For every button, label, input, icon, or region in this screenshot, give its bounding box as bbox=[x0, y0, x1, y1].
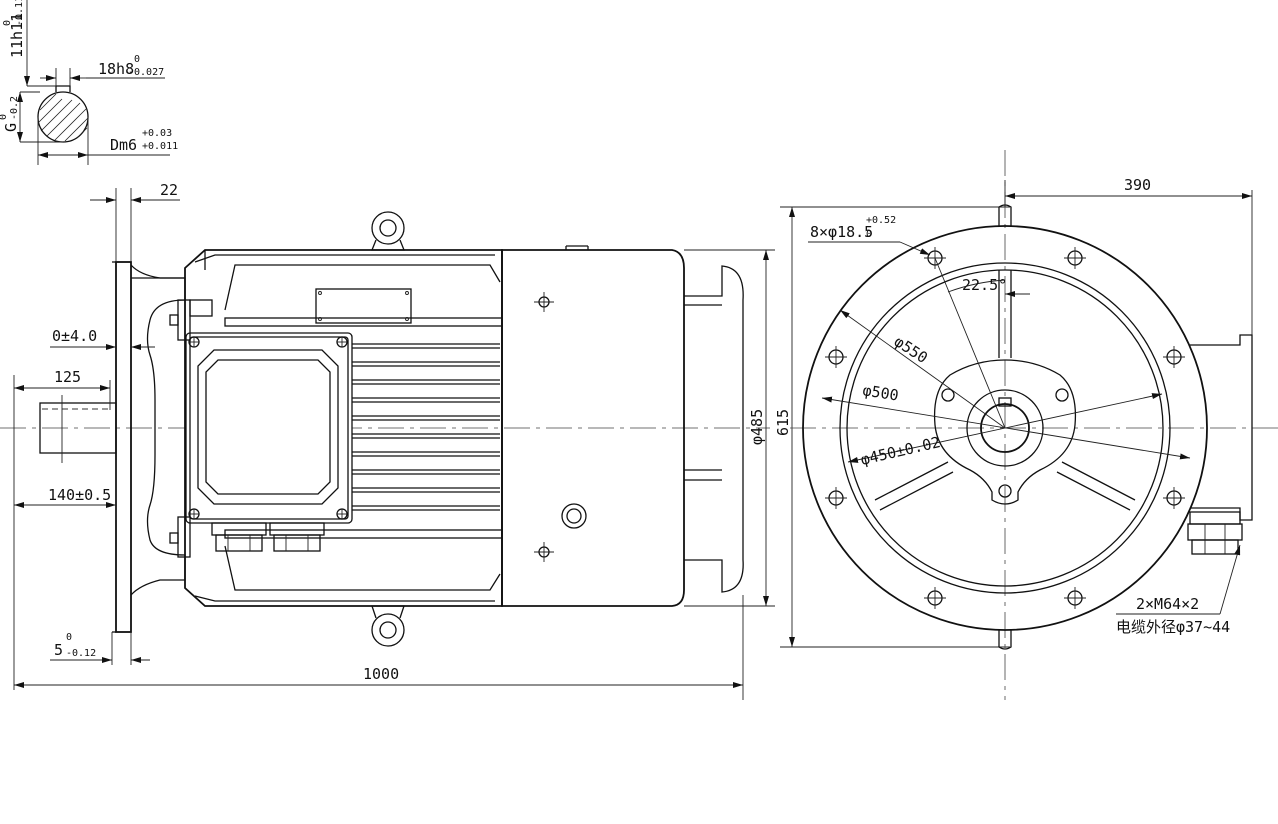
overall-height-text: 615 bbox=[774, 409, 792, 436]
flange-dia-text: φ550 bbox=[891, 332, 931, 367]
keyway-height-text: 11h11 bbox=[8, 13, 26, 58]
gland-spec-text: 2×M64×2 bbox=[1136, 595, 1199, 613]
spigot-offset-text: 0±4.0 bbox=[52, 327, 97, 345]
g-dim-label: G 0 -0.2 bbox=[0, 96, 20, 132]
lifting-eye-icon bbox=[371, 211, 405, 647]
overall-length-text: 1000 bbox=[363, 665, 399, 683]
svg-text:0: 0 bbox=[66, 632, 72, 643]
holes-text: 8×φ18.5 bbox=[810, 223, 873, 241]
svg-text:0: 0 bbox=[2, 20, 13, 26]
svg-text:0: 0 bbox=[866, 229, 872, 240]
bolt-marker-icons bbox=[534, 292, 587, 562]
flange-thickness-text: 22 bbox=[160, 181, 178, 199]
shaft-section-detail bbox=[17, 0, 170, 165]
flange-hole-icons bbox=[825, 247, 1185, 609]
key-width-label: 18h8 0 -0.027 bbox=[98, 54, 164, 78]
body-diameter-text: φ485 bbox=[748, 409, 766, 445]
svg-text:5: 5 bbox=[54, 641, 63, 659]
svg-text:+0.011: +0.011 bbox=[142, 141, 178, 152]
svg-text:-0.027: -0.027 bbox=[128, 67, 164, 78]
shaft-dia-text: Dm6 bbox=[110, 136, 137, 154]
spigot-depth-label: 5 0 -0.12 bbox=[54, 632, 96, 659]
cable-spec-text: 电缆外径φ37~44 bbox=[1116, 618, 1230, 636]
svg-text:0: 0 bbox=[0, 114, 9, 120]
svg-text:-0.2: -0.2 bbox=[9, 96, 20, 120]
keyway-height-label: 11h11 0 -0.11 bbox=[2, 0, 26, 58]
shaft-length-text: 140±0.5 bbox=[48, 486, 111, 504]
key-width-text: 18h8 bbox=[98, 60, 134, 78]
svg-text:G: G bbox=[2, 123, 20, 132]
svg-text:-0.12: -0.12 bbox=[66, 648, 96, 659]
cable-gland-icons bbox=[211, 522, 325, 552]
terminal-box-screw-icons bbox=[188, 336, 348, 520]
shaft-key-length-text: 125 bbox=[54, 368, 81, 386]
svg-text:-0.11: -0.11 bbox=[14, 0, 25, 26]
spigot-dia-text: φ450±0.02 bbox=[859, 433, 942, 469]
hole-angle-text: 22.5° bbox=[962, 276, 1007, 294]
pcd-text: φ500 bbox=[861, 381, 899, 404]
shaft-dia-label: Dm6 +0.03 +0.011 bbox=[110, 128, 178, 154]
holes-label: 8×φ18.5 +0.52 0 bbox=[810, 215, 896, 241]
svg-text:+0.52: +0.52 bbox=[866, 215, 896, 226]
motor-side-view bbox=[0, 211, 770, 647]
side-width-text: 390 bbox=[1124, 176, 1151, 194]
svg-text:+0.03: +0.03 bbox=[142, 128, 172, 139]
side-view-dimensions bbox=[13, 188, 1010, 700]
end-view-dimensions bbox=[808, 180, 1253, 615]
svg-text:0: 0 bbox=[134, 54, 140, 65]
